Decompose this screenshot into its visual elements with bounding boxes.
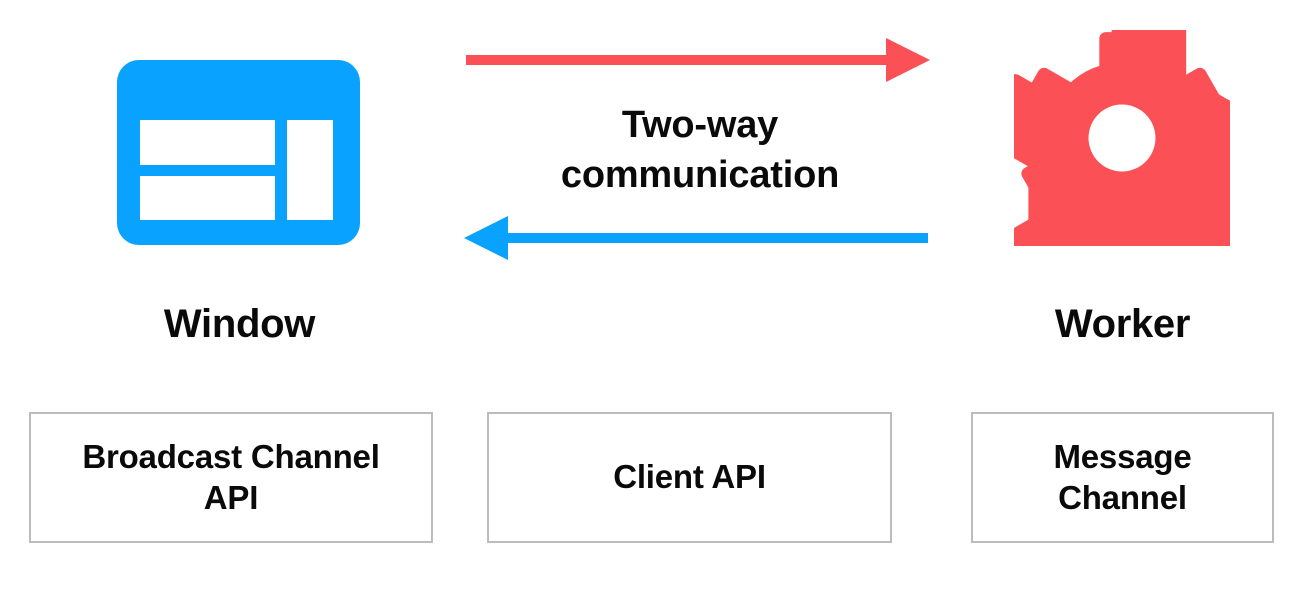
api-box-label-line-1: Client API [613, 458, 766, 496]
worker-node-label: Worker [1054, 302, 1191, 346]
api-box-label-line-2: Channel [1058, 478, 1187, 516]
gear-icon [1014, 30, 1230, 246]
window-node-label: Window [163, 302, 316, 346]
connection-caption-line-1: Two-way [621, 104, 779, 146]
window-pane-bottom-left [140, 176, 275, 220]
api-box-label: Broadcast Channel API [72, 437, 389, 519]
arrow-worker-to-window-icon [462, 214, 932, 262]
api-box-label-line-1: Broadcast Channel [82, 437, 380, 475]
window-pane-right [287, 120, 333, 220]
arrow-window-to-worker-icon [462, 36, 932, 84]
connection-caption: Two-way communication [470, 100, 930, 200]
browser-window-icon [117, 60, 360, 245]
connection-caption-line-2: communication [560, 154, 840, 197]
api-box-label-line-2: API [203, 478, 259, 516]
api-box-label-line-1: Message [1053, 437, 1192, 475]
window-pane-top-left [140, 120, 275, 165]
api-box-label: Message Channel [1043, 437, 1201, 519]
api-box-message-channel: Message Channel [971, 412, 1274, 543]
api-box-broadcast-channel-api: Broadcast Channel API [29, 412, 433, 543]
api-box-client-api: Client API [487, 412, 892, 543]
api-box-label: Client API [603, 457, 776, 498]
